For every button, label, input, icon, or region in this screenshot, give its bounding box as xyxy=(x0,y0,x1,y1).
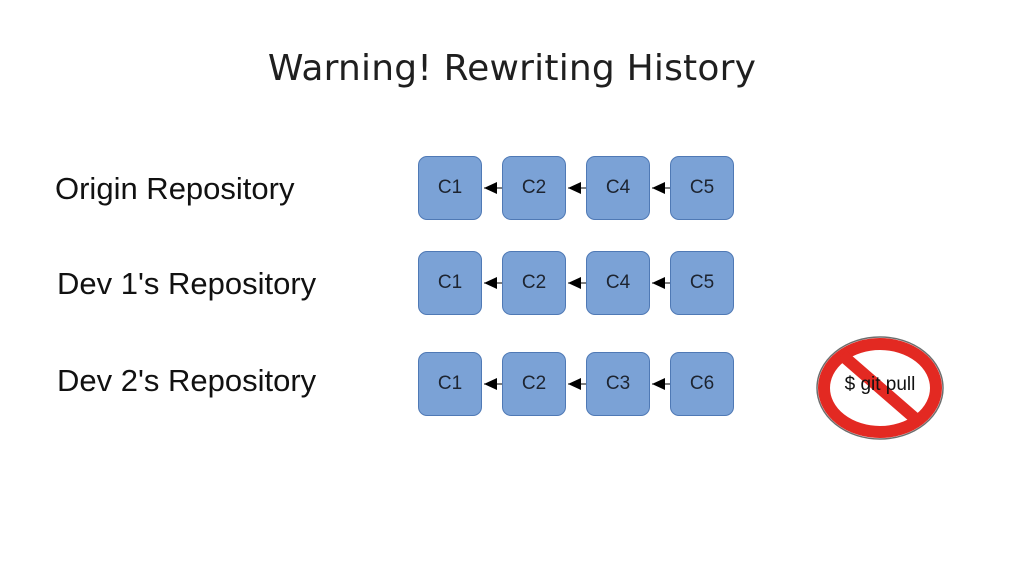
repo-label-dev2: Dev 2's Repository xyxy=(57,363,317,398)
commit-chain-dev1: C1 C2 C4 C5 xyxy=(418,251,738,315)
slide-title: Warning! Rewriting History xyxy=(267,48,757,89)
commit-node: C1 xyxy=(418,352,482,416)
commit-node: C4 xyxy=(586,251,650,315)
commit-node: C3 xyxy=(586,352,650,416)
arrow-left-icon xyxy=(482,182,502,194)
arrow-left-icon xyxy=(482,378,502,390)
commit-node: C2 xyxy=(502,156,566,220)
arrow-left-icon xyxy=(566,277,586,289)
commit-node: C2 xyxy=(502,352,566,416)
arrow-left-icon xyxy=(650,277,670,289)
commit-node: C2 xyxy=(502,251,566,315)
commit-node: C1 xyxy=(418,156,482,220)
repo-label-dev1: Dev 1's Repository xyxy=(57,266,317,301)
repo-label-origin: Origin Repository xyxy=(55,171,295,206)
no-entry-sign-graphic xyxy=(816,336,944,440)
commit-chain-dev2: C1 C2 C3 C6 xyxy=(418,352,738,416)
arrow-left-icon xyxy=(650,182,670,194)
arrow-left-icon xyxy=(482,277,502,289)
commit-node: C5 xyxy=(670,156,734,220)
arrow-left-icon xyxy=(650,378,670,390)
commit-node: C4 xyxy=(586,156,650,220)
commit-node: C5 xyxy=(670,251,734,315)
arrow-left-icon xyxy=(566,182,586,194)
arrow-left-icon xyxy=(566,378,586,390)
commit-node: C1 xyxy=(418,251,482,315)
commit-chain-origin: C1 C2 C4 C5 xyxy=(418,156,738,220)
git-pull-command-text: $ git pull xyxy=(844,374,916,395)
commit-node: C6 xyxy=(670,352,734,416)
no-entry-sign-icon: $ git pull xyxy=(812,333,948,443)
